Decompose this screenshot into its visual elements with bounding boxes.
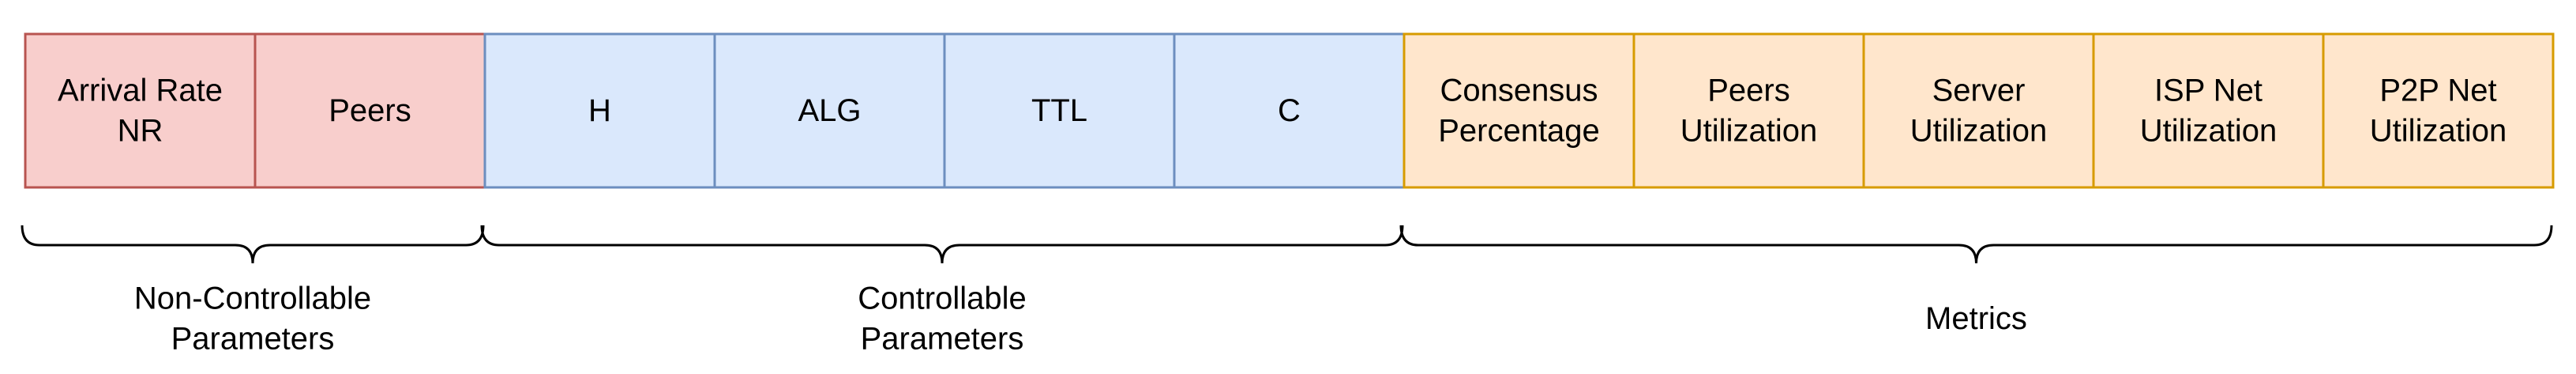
cell-isp-net-utilization-line-1: ISP Net bbox=[2154, 74, 2262, 108]
cell-arrival-rate-nr-box bbox=[24, 32, 257, 189]
cell-peers-utilization-line-2: Utilization bbox=[1680, 114, 1817, 149]
cell-ttl-line-1: TTL bbox=[1031, 93, 1087, 128]
brace-non-controllable-parameters-label-line-1: Non-Controllable bbox=[134, 281, 371, 316]
cell-p2p-net-utilization-line-1: P2P Net bbox=[2379, 74, 2496, 108]
cell-isp-net-utilization-line-2: Utilization bbox=[2140, 114, 2277, 149]
cell-c: C bbox=[1173, 32, 1406, 189]
cell-peers-box bbox=[253, 32, 486, 189]
cell-peers: Peers bbox=[253, 32, 486, 189]
cell-h-box bbox=[483, 32, 716, 189]
brace-controllable-parameters-label-line-1: Controllable bbox=[858, 281, 1026, 316]
cell-peers-utilization-line-1: Peers bbox=[1707, 74, 1790, 108]
cell-ttl-box bbox=[943, 32, 1176, 189]
cell-server-utilization-line-2: Utilization bbox=[1910, 114, 2047, 149]
brace-metrics-shape bbox=[1399, 225, 2553, 264]
cell-consensus-percentage-line-2: Percentage bbox=[1438, 114, 1600, 149]
cell-peers-line-1: Peers bbox=[329, 93, 411, 128]
cell-p2p-net-utilization-box bbox=[2322, 32, 2555, 189]
cell-h-line-1: H bbox=[588, 93, 611, 128]
cell-alg-line-1: ALG bbox=[798, 93, 861, 128]
cell-server-utilization-line-1: Server bbox=[1932, 74, 2026, 108]
brace-controllable-parameters-shape bbox=[480, 225, 1404, 264]
brace-non-controllable-parameters-shape bbox=[21, 225, 485, 264]
cell-server-utilization-box bbox=[1862, 32, 2095, 189]
cell-arrival-rate-nr-line-1: Arrival Rate bbox=[58, 74, 223, 108]
braces-layer: Non-ControllableParametersControllablePa… bbox=[21, 225, 2553, 357]
brace-controllable-parameters-label-line-2: Parameters bbox=[861, 322, 1024, 357]
cell-peers-utilization-box bbox=[1632, 32, 1865, 189]
cell-consensus-percentage-box bbox=[1403, 32, 1635, 189]
cell-arrival-rate-nr-line-2: NR bbox=[118, 114, 163, 149]
cell-consensus-percentage-line-1: Consensus bbox=[1440, 74, 1598, 108]
cell-c-box bbox=[1173, 32, 1406, 189]
brace-metrics: Metrics bbox=[1399, 225, 2553, 336]
cell-alg: ALG bbox=[713, 32, 946, 189]
cell-h: H bbox=[483, 32, 716, 189]
cell-isp-net-utilization-box bbox=[2092, 32, 2325, 189]
cell-ttl: TTL bbox=[943, 32, 1176, 189]
cell-alg-box bbox=[713, 32, 946, 189]
cell-p2p-net-utilization-line-2: Utilization bbox=[2370, 114, 2507, 149]
brace-metrics-label-line-1: Metrics bbox=[1925, 301, 2027, 336]
brace-non-controllable-parameters-label-line-2: Parameters bbox=[171, 322, 335, 357]
cell-c-line-1: C bbox=[1278, 93, 1301, 128]
